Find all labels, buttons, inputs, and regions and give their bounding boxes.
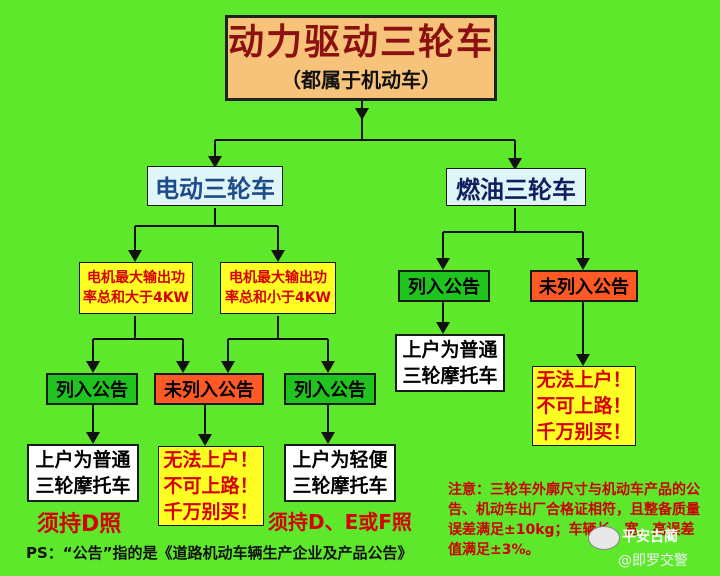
fuel-warning-box: 无法上户！ 不可上路！ 千万别买！	[532, 366, 636, 446]
electric-register-light-line2: 三轮摩托车	[292, 475, 388, 497]
fuel-tricycle-box: 燃油三轮车	[446, 168, 586, 206]
fuel-warning-line1: 无法上户！	[536, 369, 632, 391]
condition-low-line1: 电机最大输出功	[229, 270, 327, 286]
diagram-subtitle: （都属于机动车）	[281, 68, 441, 92]
fuel-warning-line3: 千万别买！	[536, 421, 632, 443]
electric-tricycle-box: 电动三轮车	[147, 166, 283, 206]
electric-register-light-line1: 上户为轻便	[292, 449, 388, 471]
watermark-name: 平安古蔺	[622, 529, 678, 545]
electric-warning-line1: 无法上户！	[163, 449, 259, 471]
electric-low-listed-box: 列入公告	[284, 373, 376, 405]
electric-register-normal-line2: 三轮摩托车	[35, 475, 131, 497]
fuel-register-line1: 上户为普通	[402, 339, 498, 361]
electric-register-normal-line1: 上户为普通	[35, 449, 131, 471]
condition-low-power-box: 电机最大输出功 率总和小于4KW	[220, 262, 336, 314]
electric-register-light-box: 上户为轻便 三轮摩托车	[284, 444, 396, 502]
electric-high-listed-box: 列入公告	[46, 373, 138, 405]
fuel-unlisted-box: 未列入公告	[530, 270, 638, 302]
electric-register-normal-box: 上户为普通 三轮摩托车	[27, 444, 139, 502]
ps-text: PS：“公告”指的是《道路机动车辆生产企业及产品公告》	[26, 544, 413, 562]
weibo-logo-icon	[588, 526, 620, 550]
license-d-label: 须持D照	[37, 512, 122, 537]
watermark: 平安古蔺 @即罗交警	[588, 524, 716, 572]
diagram-title-box: 动力驱动三轮车 （都属于机动车）	[225, 15, 497, 101]
fuel-warning-line2: 不可上路！	[536, 395, 632, 417]
watermark-handle: @即罗交警	[618, 553, 688, 569]
condition-low-line2: 率总和小于4KW	[224, 290, 332, 306]
electric-warning-box: 无法上户！ 不可上路！ 千万别买！	[158, 446, 264, 526]
electric-warning-line3: 千万别买！	[163, 501, 259, 523]
note-text: 注意：三轮车外廓尺寸与机动车产品的公告、机动车出厂合格证相符，且整备质量误差满足…	[448, 482, 700, 558]
electric-unlisted-box: 未列入公告	[154, 373, 264, 405]
fuel-register-line2: 三轮摩托车	[402, 365, 498, 387]
fuel-listed-box: 列入公告	[398, 270, 490, 302]
diagram-title: 动力驱动三轮车	[228, 22, 495, 63]
condition-high-line1: 电机最大输出功	[87, 270, 185, 286]
electric-warning-line2: 不可上路！	[163, 475, 259, 497]
license-def-label: 须持D、E或F照	[268, 510, 412, 534]
fuel-register-normal-box: 上户为普通 三轮摩托车	[395, 334, 505, 392]
condition-high-power-box: 电机最大输出功 率总和大于4KW	[79, 262, 193, 314]
condition-high-line2: 率总和大于4KW	[82, 290, 190, 306]
